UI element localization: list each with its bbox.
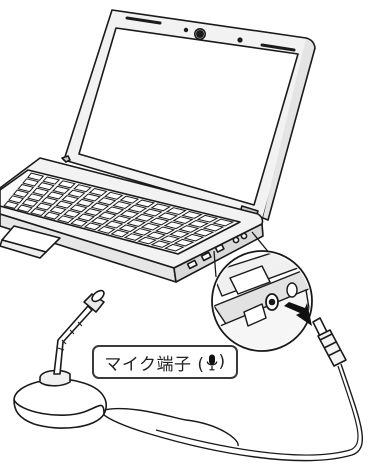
callout-text-prefix: マイク端子 ( [104, 350, 204, 375]
microphone-icon [206, 354, 218, 371]
mic-cable-inner [156, 366, 358, 455]
zoom-magnifier [212, 244, 316, 356]
sensor-dot [185, 29, 188, 32]
sensor-dot [238, 38, 242, 42]
callout-text-suffix: ) [219, 352, 226, 372]
audio-port [241, 233, 246, 238]
hinge [62, 156, 70, 162]
webcam-icon [197, 31, 203, 37]
mic-plug [313, 318, 346, 366]
audio-port [233, 237, 238, 242]
mic-jack-callout: マイク端子 ( ) [92, 345, 238, 379]
